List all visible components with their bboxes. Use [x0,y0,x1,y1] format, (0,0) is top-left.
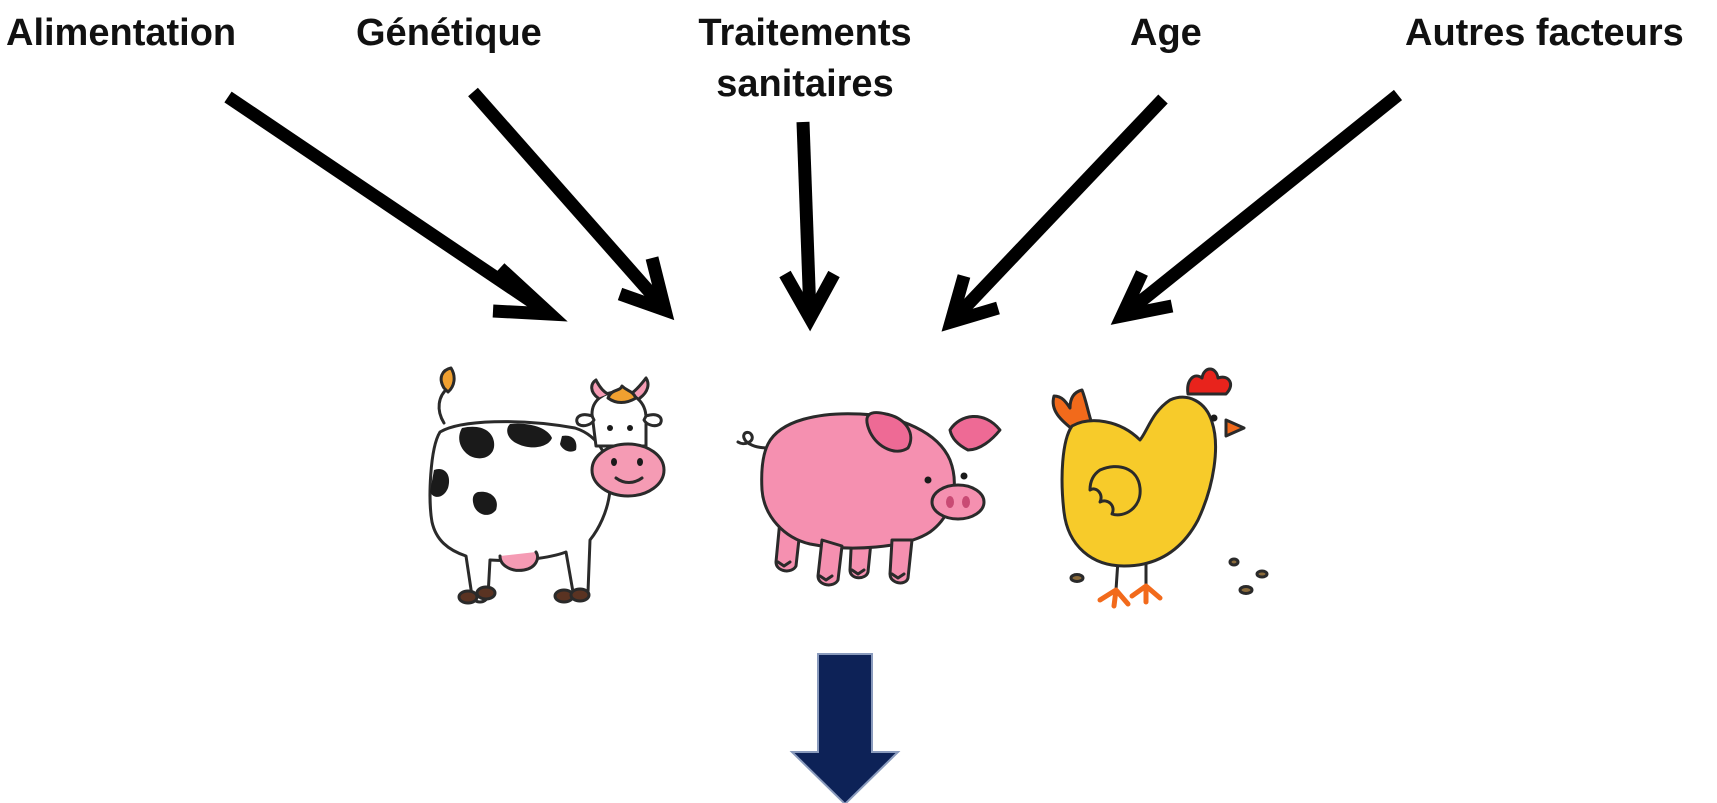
output-arrow [789,653,901,803]
arrow-autres [1110,89,1403,325]
factor-label-traitements-line1: Traitements [698,12,912,54]
factor-label-alimentation: Alimentation [6,12,237,54]
pig-icon [736,411,1002,587]
factor-label-autres: Autres facteurs [1405,12,1684,54]
factor-label-genetique: Génétique [356,12,542,54]
arrow-genetique [468,87,675,321]
arrow-alimentation [224,91,568,322]
factor-label-traitements: Traitements sanitaires [665,8,945,111]
arrow-age [941,94,1168,332]
factor-label-traitements-line2: sanitaires [716,63,894,106]
chicken-icon [1051,367,1269,609]
factor-label-age: Age [1130,12,1202,54]
cow-icon [428,366,666,605]
arrow-traitements [779,121,840,332]
